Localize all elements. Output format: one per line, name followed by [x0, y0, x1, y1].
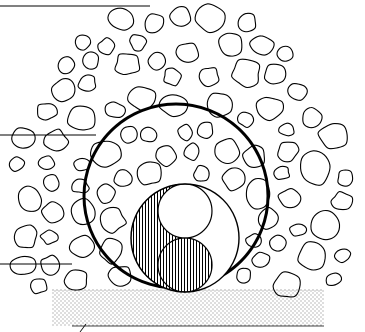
particle	[237, 268, 251, 283]
particle	[219, 33, 242, 56]
particle	[279, 123, 294, 136]
particle	[298, 242, 325, 270]
particle	[41, 202, 63, 223]
particle	[326, 273, 341, 285]
particle	[303, 107, 322, 127]
particle	[238, 13, 256, 31]
particle	[97, 184, 115, 203]
particle	[114, 170, 132, 186]
particle	[9, 157, 24, 172]
particle	[75, 35, 90, 50]
particle	[137, 162, 161, 185]
particle	[14, 225, 37, 248]
particle	[145, 14, 164, 33]
particle	[278, 189, 301, 208]
particle	[10, 256, 36, 274]
particle	[31, 279, 47, 294]
particle	[148, 52, 165, 70]
particle	[38, 156, 54, 170]
particle	[311, 211, 340, 240]
particle	[78, 75, 96, 91]
particle	[12, 128, 35, 148]
particle	[290, 224, 307, 236]
particle	[164, 68, 182, 86]
particle	[67, 106, 95, 130]
particle	[44, 175, 59, 192]
particle	[250, 36, 274, 55]
particle	[176, 43, 199, 62]
particle	[108, 8, 134, 30]
particle	[69, 235, 94, 257]
particle	[130, 35, 147, 51]
particle	[18, 186, 41, 211]
particle	[105, 102, 125, 118]
particle	[156, 146, 177, 167]
particle	[288, 84, 307, 101]
particle	[121, 126, 138, 143]
particle	[301, 151, 330, 186]
particle	[238, 112, 254, 127]
particle	[83, 52, 99, 69]
particle	[44, 129, 69, 151]
particle	[278, 142, 299, 162]
particle	[264, 64, 285, 84]
particle	[318, 124, 347, 149]
particle	[232, 59, 260, 87]
particle	[178, 124, 193, 140]
particle	[38, 104, 58, 120]
particle	[51, 79, 74, 102]
particle	[256, 97, 283, 120]
particle	[98, 38, 115, 55]
particle	[252, 252, 270, 267]
particle	[170, 7, 191, 27]
particle	[222, 168, 245, 191]
particle	[40, 230, 58, 244]
particle	[115, 54, 140, 75]
particle	[270, 235, 287, 251]
particle	[141, 127, 157, 141]
particle	[64, 270, 87, 290]
particle	[195, 4, 225, 33]
particle	[338, 170, 353, 186]
particle	[194, 165, 210, 181]
particle	[334, 249, 350, 263]
particle	[41, 255, 60, 275]
particle	[277, 46, 293, 61]
particle	[58, 57, 75, 74]
particle	[331, 192, 353, 210]
particle	[199, 68, 219, 87]
particle	[274, 166, 290, 179]
particle	[184, 143, 199, 161]
particle	[100, 207, 126, 233]
particle	[215, 139, 240, 164]
particle	[197, 122, 212, 138]
